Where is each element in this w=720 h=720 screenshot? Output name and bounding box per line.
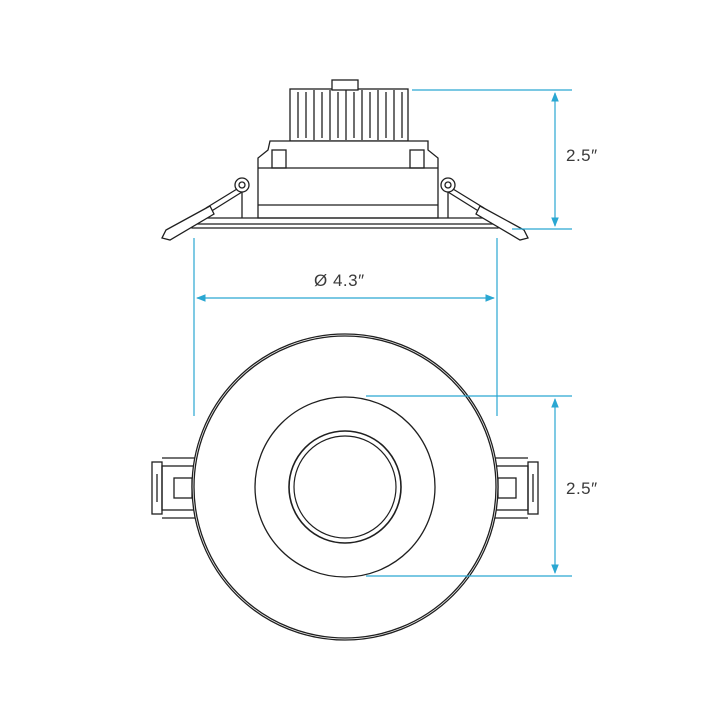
lens-inner: [293, 435, 397, 539]
trim-flange: [191, 223, 499, 229]
right-spring-clip: [440, 177, 529, 241]
housing: [257, 140, 439, 219]
lens-outer: [288, 430, 402, 544]
height-label-side: 2.5″: [566, 146, 598, 165]
dimension-lines: [193, 89, 572, 577]
outer-trim: [191, 333, 499, 641]
inner-ring: [254, 396, 436, 578]
height-label-front: 2.5″: [566, 479, 598, 498]
trim-inner-edge: [193, 335, 497, 639]
side-view: [161, 79, 529, 241]
heatsink: [289, 79, 409, 142]
front-view: [151, 333, 539, 641]
left-spring-clip: [161, 177, 250, 241]
diameter-label: Ø 4.3″: [314, 271, 365, 290]
